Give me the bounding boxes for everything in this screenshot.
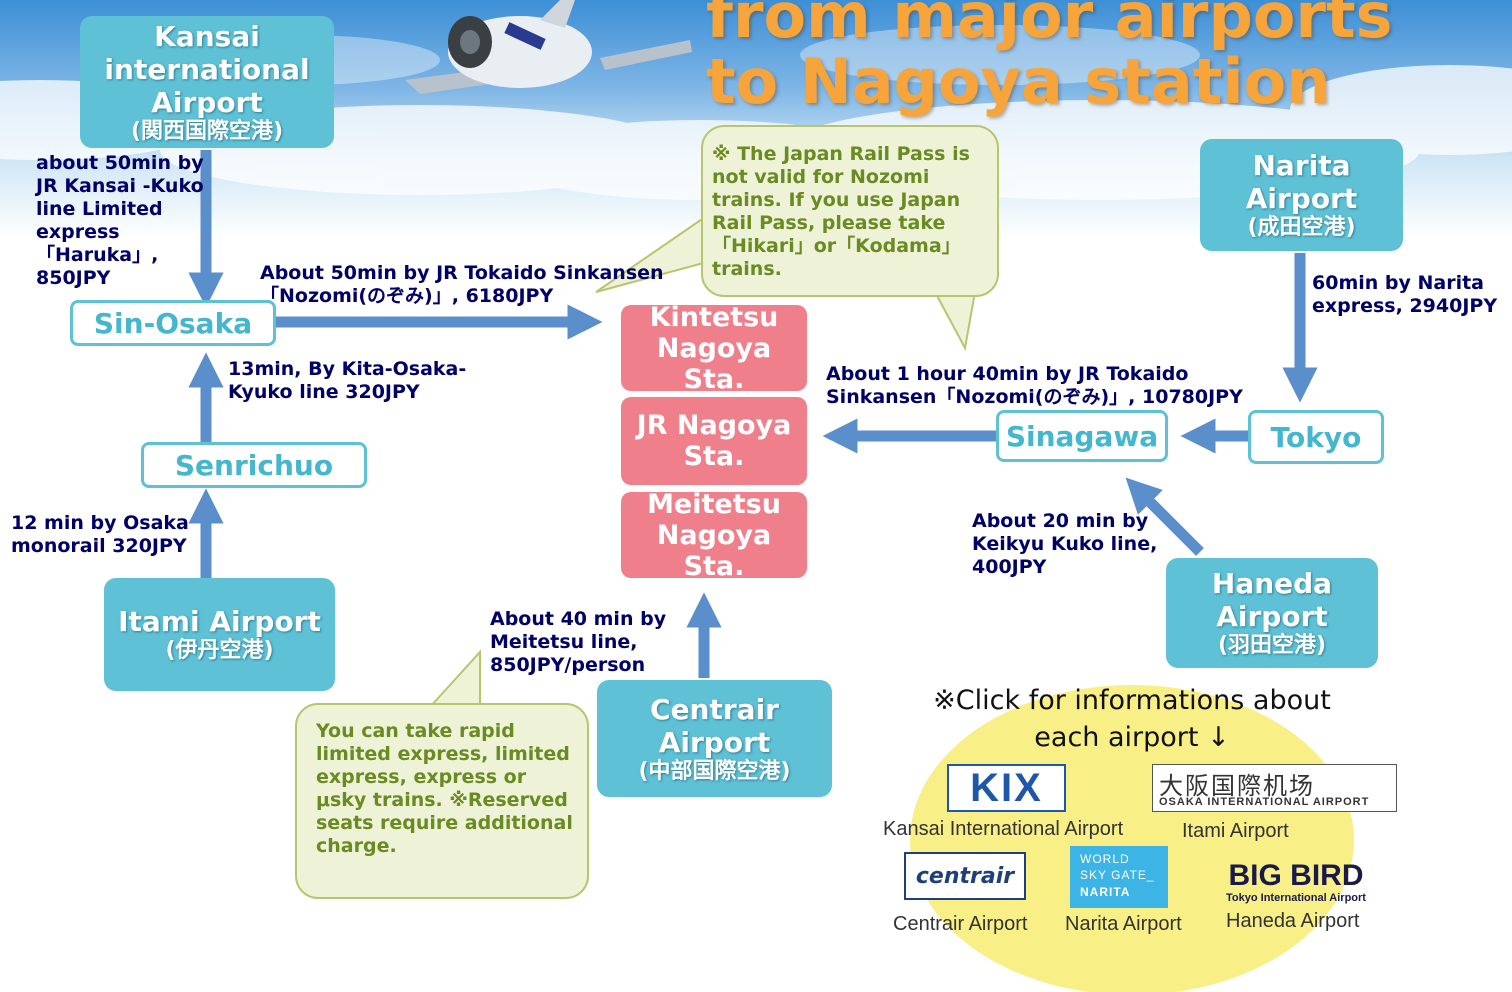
narita-airport-name: Narita Airport: [1245, 149, 1358, 215]
arrow-haneda-to-sinagawa: [1125, 477, 1204, 556]
station-meitetsu-nagoya: Meitetsu Nagoya Sta.: [621, 489, 807, 582]
narita-airport[interactable]: Narita Airport (成田空港): [1200, 139, 1403, 251]
itami-airport-jp: (伊丹空港): [165, 638, 274, 663]
route-narita-tokyo: 60min by Narita express, 2940JPY: [1312, 272, 1498, 317]
route-arrows: [188, 150, 1318, 678]
narita-logo-line3: NARITA: [1080, 885, 1131, 899]
itami-logo-jp: 大阪国際机场: [1159, 772, 1315, 800]
haneda-airport-jp: (羽田空港): [1217, 633, 1327, 658]
route-kansai-sinosaka: about 50min by JR Kansai -Kuko line Limi…: [36, 152, 204, 289]
haneda-airport[interactable]: Haneda Airport (羽田空港): [1166, 558, 1378, 668]
station-jr-nagoya: JR Nagoya Sta.: [621, 397, 807, 485]
route-itami-senrichuo: 12 min by Osaka monorail 320JPY: [11, 512, 189, 557]
centrair-logo-label[interactable]: Centrair Airport: [893, 913, 1028, 935]
station-sin-osaka: Sin-Osaka: [70, 300, 276, 346]
itami-logo-en: OSAKA INTERNATIONAL AIRPORT: [1159, 796, 1370, 808]
route-centrair-meitetsu: About 40 min by Meitetsu line, 850JPY/pe…: [490, 608, 667, 676]
narita-logo-line1: WORLD: [1080, 852, 1130, 866]
station-kintetsu-nagoya: Kintetsu Nagoya Sta.: [621, 302, 807, 395]
itami-logo-label[interactable]: Itami Airport: [1182, 820, 1289, 842]
kix-logo-mark: KIX: [970, 765, 1043, 810]
centrair-airport-jp: (中部国際空港): [638, 758, 791, 784]
narita-logo-label[interactable]: Narita Airport: [1065, 913, 1182, 935]
centrair-logo-mark: centrair: [915, 863, 1015, 889]
page-title-line1: from major airports: [706, 0, 1393, 52]
note-meitetsu-trains: You can take rapid limited express, limi…: [316, 720, 573, 857]
centrair-airport[interactable]: Centrair Airport (中部国際空港): [597, 680, 832, 797]
route-sinagawa-nagoya: About 1 hour 40min by JR Tokaido Sinkans…: [826, 363, 1243, 408]
kix-logo-label[interactable]: Kansai International Airport: [883, 818, 1124, 840]
station-tokyo: Tokyo: [1248, 410, 1384, 464]
click-instructions: ※Click for informations about each airpo…: [933, 685, 1331, 753]
page-title-line2: to Nagoya station: [706, 45, 1331, 118]
station-senrichuo: Senrichuo: [141, 442, 367, 488]
centrair-airport-name: Centrair Airport: [650, 692, 779, 759]
station-sinagawa: Sinagawa: [996, 410, 1168, 462]
haneda-logo-label[interactable]: Haneda Airport: [1226, 910, 1360, 932]
kansai-airport-jp: (関西国際空港): [130, 118, 284, 144]
centrair-logo-link[interactable]: centrair: [904, 852, 1026, 900]
itami-logo-link[interactable]: 大阪国際机场 OSAKA INTERNATIONAL AIRPORT: [1152, 764, 1397, 812]
haneda-airport-name: Haneda Airport: [1211, 567, 1333, 633]
kansai-airport-name: Kansai international Airport: [104, 19, 310, 119]
haneda-logo-mark: BIG BIRD: [1228, 859, 1364, 892]
haneda-logo-sub: Tokyo International Airport: [1226, 892, 1366, 904]
kix-logo-link[interactable]: KIX: [947, 764, 1066, 812]
itami-airport-name: Itami Airport: [118, 605, 321, 638]
airport-links-panel: [910, 685, 1354, 992]
itami-airport[interactable]: Itami Airport (伊丹空港): [104, 578, 335, 691]
note-bubbles: [295, 125, 999, 899]
narita-logo-line2: SKY GATE_: [1080, 868, 1155, 882]
note-japan-rail-pass: ※ The Japan Rail Pass is not valid for N…: [712, 143, 970, 280]
route-haneda-sinagawa: About 20 min by Keikyu Kuko line, 400JPY: [972, 510, 1158, 578]
kansai-airport[interactable]: Kansai international Airport (関西国際空港): [80, 16, 334, 148]
airplane: [405, 0, 692, 94]
narita-airport-jp: (成田空港): [1247, 215, 1356, 240]
haneda-logo-link[interactable]: BIG BIRD Tokyo International Airport: [1206, 860, 1386, 906]
route-senrichuo-sinosaka: 13min, By Kita-Osaka-Kyuko line 320JPY: [228, 358, 467, 403]
route-sinosaka-nagoya: About 50min by JR Tokaido Sinkansen 「Noz…: [260, 262, 664, 307]
narita-logo-link[interactable]: WORLD SKY GATE_ NARITA: [1070, 846, 1168, 908]
